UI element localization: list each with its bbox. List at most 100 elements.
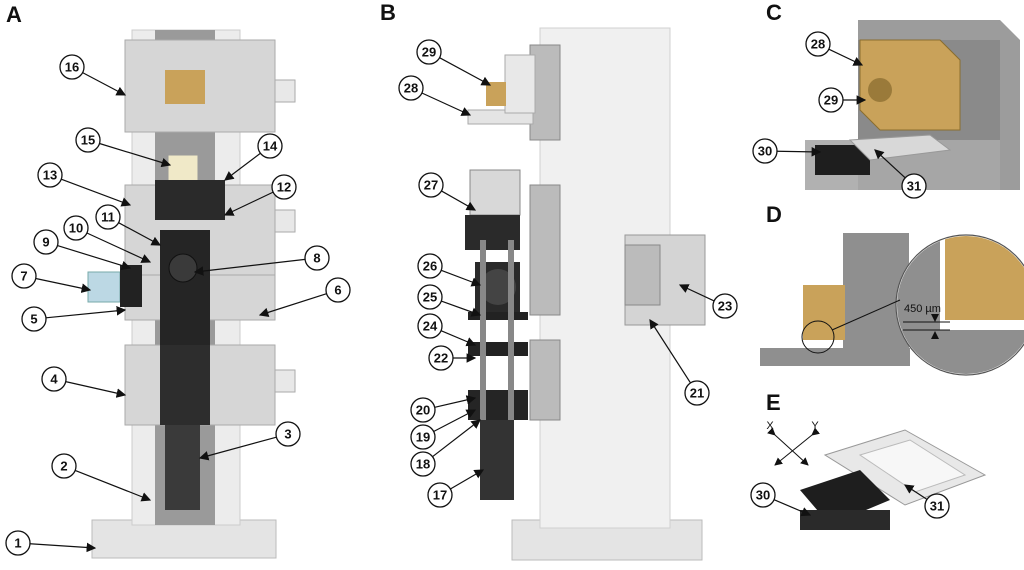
callout-31: 31 <box>874 149 927 199</box>
callout-number: 3 <box>284 427 291 442</box>
leader-line <box>29 542 97 553</box>
callout-number: 23 <box>718 299 732 314</box>
callout-number: 9 <box>42 235 49 250</box>
callout-circle <box>416 39 442 65</box>
callout-number: 16 <box>65 60 79 75</box>
callout-17: 17 <box>427 469 485 508</box>
callout-29: 29 <box>818 87 867 113</box>
callout-7: 7 <box>11 263 92 293</box>
callout-30: 30 <box>750 482 812 517</box>
leader-line <box>432 419 481 458</box>
callout-circle <box>75 127 101 153</box>
callout-circle <box>51 453 77 479</box>
panel-e-render: X Y <box>766 420 987 530</box>
leader-line <box>57 244 132 271</box>
callout-number: 31 <box>907 179 921 194</box>
callout-12: 12 <box>223 174 297 216</box>
callout-31: 31 <box>903 484 950 519</box>
panel-label-c: C <box>766 0 782 25</box>
panel-label-d: D <box>766 202 782 227</box>
callout-number: 11 <box>101 210 115 225</box>
callout-circle <box>924 493 950 519</box>
leader-line <box>198 436 277 461</box>
callout-circle <box>427 482 453 508</box>
callout-circle <box>805 31 831 57</box>
callout-14: 14 <box>224 133 283 181</box>
leader-line <box>118 222 162 246</box>
leader-line <box>828 48 864 66</box>
callout-16: 16 <box>59 54 127 96</box>
callout-number: 29 <box>422 45 436 60</box>
callout-number: 14 <box>263 139 278 154</box>
callout-number: 12 <box>277 180 291 195</box>
callout-circle <box>398 75 424 101</box>
callout-number: 30 <box>758 144 772 159</box>
panel-a-render <box>87 29 296 559</box>
callout-3: 3 <box>198 421 301 461</box>
leader-line <box>903 484 928 500</box>
callout-24: 24 <box>417 313 477 347</box>
callout-number: 22 <box>434 351 448 366</box>
callout-5: 5 <box>21 306 127 332</box>
callout-circle <box>41 366 67 392</box>
leader-line <box>82 72 127 96</box>
callout-25: 25 <box>417 284 482 317</box>
callout-number: 1 <box>14 536 21 551</box>
callout-18: 18 <box>410 419 481 477</box>
leader-line <box>61 178 132 207</box>
callout-circle <box>271 174 297 200</box>
panel-label-b: B <box>380 0 396 25</box>
callout-number: 28 <box>811 37 825 52</box>
callout-number: 10 <box>69 221 83 236</box>
callout-9: 9 <box>33 229 132 271</box>
callout-number: 30 <box>756 488 770 503</box>
leader-line <box>450 469 485 490</box>
leader-line <box>773 499 812 517</box>
leader-line <box>776 147 822 157</box>
callout-30: 30 <box>752 138 822 164</box>
callout-circle <box>5 530 31 556</box>
callout-number: 8 <box>313 251 320 266</box>
leader-line <box>224 152 261 181</box>
callout-number: 20 <box>416 403 430 418</box>
callout-circle <box>325 277 351 303</box>
callout-circle <box>417 284 443 310</box>
axis-y-label: Y <box>811 420 819 432</box>
callout-28: 28 <box>398 75 472 116</box>
callout-circle <box>275 421 301 447</box>
callout-circle <box>37 162 63 188</box>
callout-circle <box>410 424 436 450</box>
callout-29: 29 <box>416 39 492 86</box>
leader-line <box>441 269 482 287</box>
leader-line <box>874 149 906 179</box>
callout-circle <box>712 293 738 319</box>
leader-line <box>434 395 477 408</box>
callout-circle <box>410 451 436 477</box>
leader-line <box>441 190 477 211</box>
callout-number: 18 <box>416 457 430 472</box>
callout-circle <box>901 173 927 199</box>
callout-circle <box>410 397 436 423</box>
callout-number: 19 <box>416 430 430 445</box>
callout-circle <box>417 313 443 339</box>
callout-number: 2 <box>60 459 67 474</box>
leader-line <box>65 381 127 398</box>
panel-c-render <box>805 20 1020 190</box>
callout-27: 27 <box>418 172 477 211</box>
leader-line <box>99 142 172 168</box>
callout-26: 26 <box>417 253 482 287</box>
callout-number: 31 <box>930 499 944 514</box>
callout-circle <box>750 482 776 508</box>
leader-line <box>86 232 152 263</box>
panel-d-render: 450 µm <box>760 233 1024 376</box>
leader-line <box>649 318 692 384</box>
callout-15: 15 <box>75 127 172 168</box>
callout-number: 6 <box>334 283 341 298</box>
callout-number: 27 <box>424 178 438 193</box>
callout-number: 25 <box>423 290 437 305</box>
callout-number: 28 <box>404 81 418 96</box>
callout-4: 4 <box>41 366 127 398</box>
panel-label-a: A <box>6 2 22 27</box>
callout-22: 22 <box>428 345 477 371</box>
